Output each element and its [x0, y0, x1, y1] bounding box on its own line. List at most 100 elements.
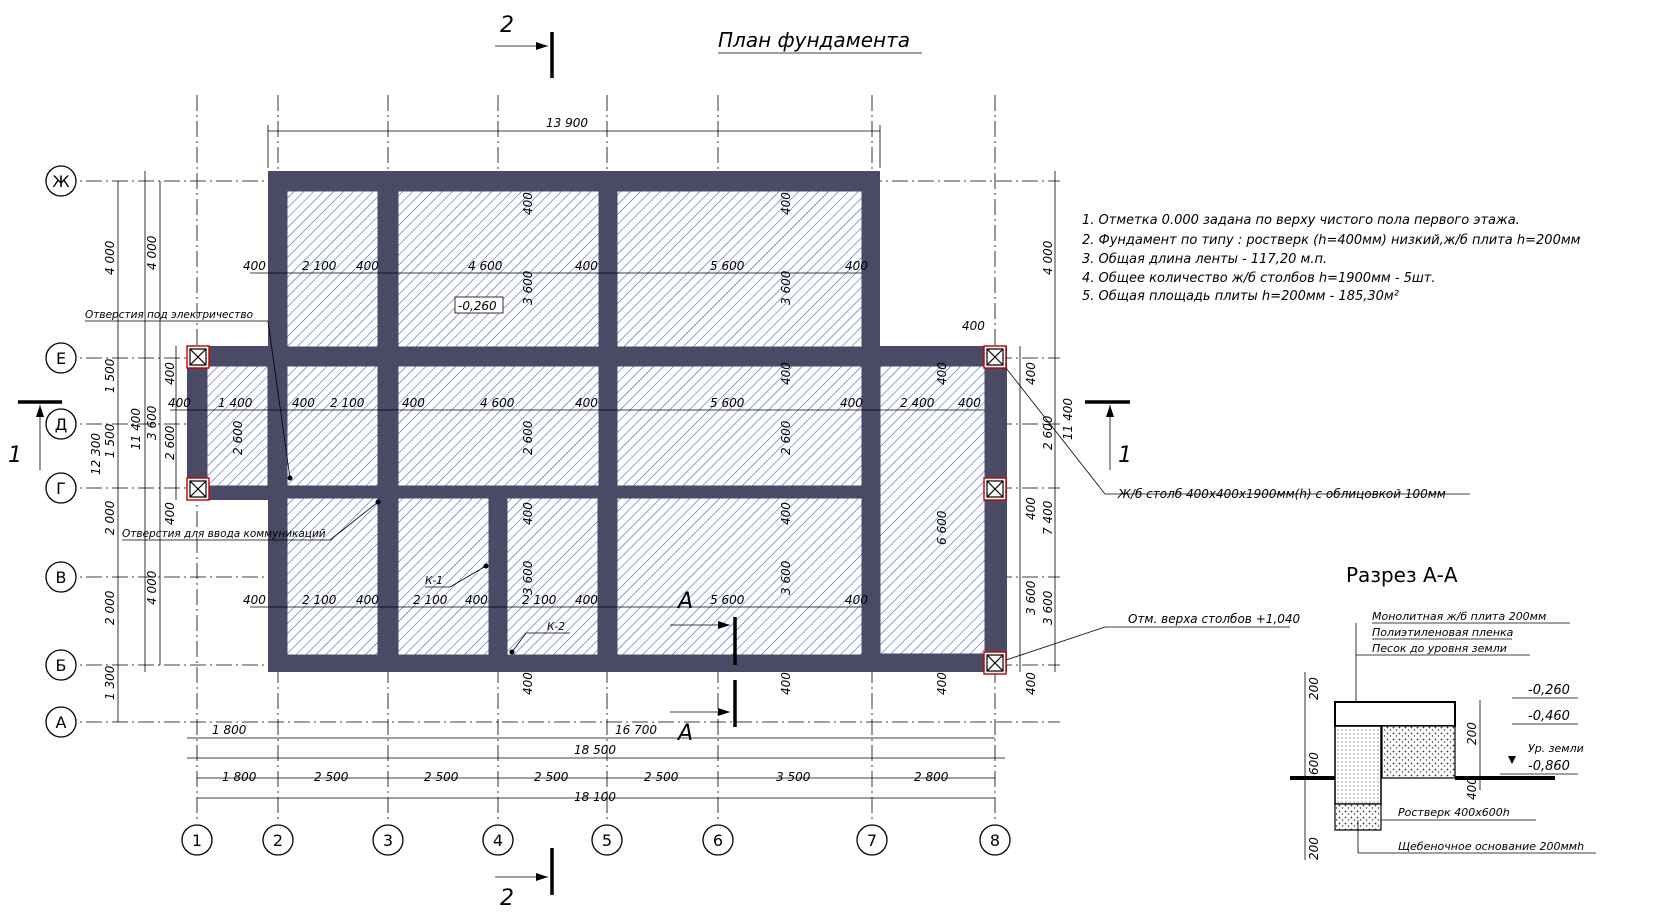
svg-text:Г: Г: [56, 479, 66, 498]
svg-text:400: 400: [163, 362, 177, 385]
svg-text:1: 1: [8, 443, 22, 468]
svg-text:Отверстия для ввода коммуникац: Отверстия для ввода коммуникаций: [122, 528, 326, 540]
svg-text:2 500: 2 500: [424, 770, 459, 784]
svg-text:4 600: 4 600: [480, 396, 515, 410]
svg-text:2 100: 2 100: [522, 593, 557, 607]
svg-text:18 100: 18 100: [574, 790, 616, 804]
svg-text:4. Общее количество ж/б столбо: 4. Общее количество ж/б столбов h=1900мм…: [1082, 271, 1436, 286]
svg-text:Отверстия под электричество: Отверстия под электричество: [85, 309, 253, 321]
svg-text:Ростверк 400x600h: Ростверк 400x600h: [1398, 806, 1510, 819]
svg-text:К-2: К-2: [547, 621, 565, 633]
svg-text:400: 400: [465, 593, 488, 607]
svg-text:11 400: 11 400: [1061, 398, 1075, 440]
inner-dimension-lines: [170, 272, 985, 608]
svg-text:16 700: 16 700: [615, 723, 657, 737]
section-cut-marks: 2 2 1 1 А А: [8, 13, 1132, 911]
svg-text:1 500: 1 500: [103, 358, 117, 393]
svg-text:400: 400: [845, 593, 868, 607]
svg-text:18 500: 18 500: [574, 743, 616, 757]
svg-text:2 600: 2 600: [779, 420, 793, 455]
svg-text:-0,460: -0,460: [1528, 709, 1570, 724]
svg-text:2 000: 2 000: [103, 500, 117, 535]
svg-text:1 500: 1 500: [103, 423, 117, 458]
svg-text:400: 400: [402, 396, 425, 410]
svg-text:2. Фундамент по типу : роствер: 2. Фундамент по типу : ростверк (h=400мм…: [1082, 233, 1581, 248]
svg-text:4 600: 4 600: [468, 259, 503, 273]
svg-text:-0,260: -0,260: [1528, 683, 1570, 698]
svg-text:1 800: 1 800: [222, 770, 257, 784]
svg-text:11 400: 11 400: [129, 408, 143, 450]
svg-text:2 600: 2 600: [163, 425, 177, 460]
svg-text:400: 400: [292, 396, 315, 410]
svg-text:Ур. земли: Ур. земли: [1528, 742, 1584, 755]
svg-text:2: 2: [273, 831, 283, 850]
svg-text:2 100: 2 100: [302, 259, 337, 273]
section-sand: [1381, 725, 1456, 779]
svg-text:400: 400: [779, 362, 793, 385]
svg-text:400: 400: [779, 502, 793, 525]
bottom-dimensions: 1 800 16 700 18 500 18 100 1 800 2 500 2…: [187, 723, 1005, 804]
svg-text:600: 600: [1307, 752, 1321, 775]
svg-text:400: 400: [356, 593, 379, 607]
svg-text:Е: Е: [56, 349, 66, 368]
svg-text:400: 400: [521, 502, 535, 525]
section-title: Разрез А-А: [1346, 563, 1458, 587]
svg-text:3. Общая длина ленты: 3. Общая длина ленты - 117,20 м.п.: [1082, 252, 1327, 267]
svg-text:2 800: 2 800: [914, 770, 949, 784]
svg-text:Песок до уровня земли: Песок до уровня земли: [1372, 642, 1507, 655]
svg-text:2 100: 2 100: [413, 593, 448, 607]
svg-text:4 000: 4 000: [145, 235, 159, 270]
svg-text:400: 400: [1024, 672, 1038, 695]
svg-text:7 400: 7 400: [1041, 500, 1055, 535]
svg-text:8: 8: [990, 831, 1000, 850]
svg-text:А: А: [676, 721, 693, 746]
svg-text:400: 400: [575, 259, 598, 273]
svg-text:4 000: 4 000: [1041, 240, 1055, 275]
svg-text:4: 4: [493, 831, 503, 850]
svg-text:400: 400: [935, 672, 949, 695]
svg-text:2 000: 2 000: [103, 590, 117, 625]
svg-text:5 600: 5 600: [710, 396, 745, 410]
svg-text:3 600: 3 600: [521, 560, 535, 595]
svg-text:А: А: [56, 713, 67, 732]
svg-text:3 500: 3 500: [776, 770, 811, 784]
svg-text:200: 200: [1307, 837, 1321, 860]
svg-text:Отм. верха столбов +1,040: Отм. верха столбов +1,040: [1128, 612, 1300, 626]
svg-text:1: 1: [1118, 443, 1132, 468]
svg-text:1. Отметка 0.000 задана по вер: 1. Отметка 0.000 задана по верху чистого…: [1082, 213, 1520, 228]
svg-text:2 100: 2 100: [330, 396, 365, 410]
svg-text:4 000: 4 000: [145, 570, 159, 605]
svg-text:3: 3: [383, 831, 393, 850]
svg-text:400: 400: [840, 396, 863, 410]
level-mark-box: [454, 296, 504, 314]
left-dimensions: 4 000 1 500 1 500 2 000 2 000 1 300 4 00…: [89, 171, 177, 722]
svg-text:3 600: 3 600: [779, 270, 793, 305]
svg-text:Б: Б: [56, 656, 67, 675]
svg-text:1 300: 1 300: [103, 665, 117, 700]
svg-text:12 300: 12 300: [89, 433, 103, 475]
svg-text:6 600: 6 600: [935, 510, 949, 545]
row-axis-bubbles: Ж Е Д Г В Б А: [45, 165, 77, 738]
svg-text:2 500: 2 500: [644, 770, 679, 784]
svg-text:2: 2: [500, 886, 514, 911]
callouts: Отверстия под электричество Отверстия дл…: [85, 309, 1470, 661]
svg-text:2 400: 2 400: [900, 396, 935, 410]
svg-text:400: 400: [243, 259, 266, 273]
column-axis-lines: [196, 95, 996, 820]
level-mark: -0,260: [458, 299, 497, 313]
svg-text:3 600: 3 600: [779, 560, 793, 595]
svg-text:5 600: 5 600: [710, 259, 745, 273]
svg-text:2 500: 2 500: [534, 770, 569, 784]
svg-text:Щебеночное основание 200ммh: Щебеночное основание 200ммh: [1398, 840, 1584, 853]
svg-text:К-1: К-1: [425, 575, 443, 587]
svg-text:5: 5: [602, 831, 612, 850]
svg-text:В: В: [56, 568, 67, 587]
svg-text:3 600: 3 600: [145, 405, 159, 440]
drawing-title: План фундамента: [718, 28, 910, 52]
svg-text:400: 400: [779, 672, 793, 695]
svg-text:2: 2: [500, 13, 514, 38]
svg-text:400: 400: [521, 192, 535, 215]
svg-text:Ж: Ж: [52, 172, 69, 191]
slab-cells: [206, 190, 986, 656]
